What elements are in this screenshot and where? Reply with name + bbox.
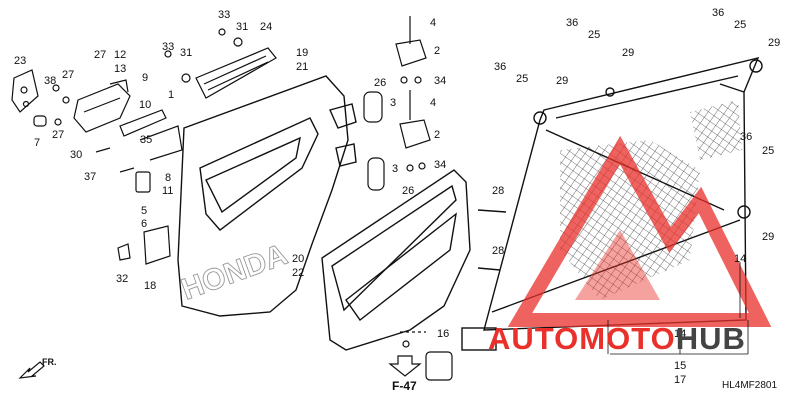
callout-27-a: 27 [62, 69, 75, 81]
callout-36-a: 36 [566, 17, 579, 29]
callout-1: 1 [168, 89, 175, 101]
callout-29-d: 29 [762, 231, 775, 243]
watermark-text: AUTOMOTOHUB [488, 321, 746, 357]
callout-31-a: 31 [236, 21, 249, 33]
latch-housing [33, 79, 131, 133]
callout-4-a: 4 [430, 17, 437, 29]
callout-27-b: 27 [94, 49, 107, 61]
callout-37: 37 [84, 171, 97, 183]
callout-14-a: 14 [734, 253, 747, 265]
callout-14-b: 14 [674, 328, 687, 340]
callout-29-c: 29 [768, 37, 781, 49]
door-handle [95, 109, 183, 265]
callout-7: 7 [34, 137, 41, 149]
panel-brand-text: HONDA [177, 238, 292, 307]
callout-18: 18 [144, 280, 157, 292]
watermark-part2: HUB [675, 321, 746, 356]
callout-23: 23 [14, 55, 27, 67]
watermark-logo [507, 135, 772, 327]
callout-4-b: 4 [430, 97, 437, 109]
callout-25-b: 25 [516, 73, 529, 85]
callout-34-b: 34 [434, 159, 447, 171]
callout-6: 6 [141, 218, 148, 230]
callout-27-c: 27 [52, 129, 65, 141]
callout-25-a: 25 [588, 29, 601, 41]
callout-38: 38 [44, 75, 57, 87]
callout-29-a: 29 [622, 47, 635, 59]
callout-21: 21 [296, 61, 309, 73]
callout-12: 12 [114, 49, 127, 61]
callout-2-b: 2 [434, 129, 441, 141]
front-direction-arrow [18, 361, 45, 379]
callout-28-b: 28 [492, 245, 505, 257]
callout-32: 32 [116, 273, 129, 285]
callout-22: 22 [292, 267, 305, 279]
callout-13: 13 [114, 63, 127, 75]
callout-35: 35 [140, 134, 153, 146]
front-door-panel: HONDA [177, 75, 357, 317]
callout-16: 16 [437, 328, 450, 340]
callout-19: 19 [296, 47, 309, 59]
callout-10: 10 [139, 99, 152, 111]
net-hook [400, 331, 453, 381]
callout-15: 15 [674, 360, 687, 372]
leader-lines [607, 262, 749, 355]
upper-grip [164, 28, 277, 99]
callout-26-b: 26 [402, 185, 415, 197]
callout-33-a: 33 [218, 9, 231, 21]
upper-hinge [363, 16, 427, 123]
callout-5: 5 [141, 205, 148, 217]
callout-25-d: 25 [762, 145, 775, 157]
front-label: FR. [42, 357, 57, 367]
lower-door-panel [321, 169, 507, 351]
callout-17: 17 [674, 374, 687, 386]
watermark-part1: AUTOMOTO [488, 321, 676, 356]
lower-hinge [367, 90, 431, 191]
callout-25-c: 25 [734, 19, 747, 31]
callout-36-c: 36 [712, 7, 725, 19]
callout-33-b: 33 [162, 41, 175, 53]
reference-label: F-47 [392, 379, 417, 393]
reference-arrow [388, 355, 422, 377]
callout-24: 24 [260, 21, 273, 33]
callout-26-a: 26 [374, 77, 387, 89]
latch-bracket [11, 69, 39, 113]
callout-36-d: 36 [740, 131, 753, 143]
callout-11: 11 [162, 185, 174, 197]
callout-2-a: 2 [434, 45, 441, 57]
callout-8: 8 [165, 172, 172, 184]
callout-3-a: 3 [390, 97, 397, 109]
callout-30: 30 [70, 149, 83, 161]
diagram-code: HL4MF2801 [722, 380, 778, 391]
callout-28-a: 28 [492, 185, 505, 197]
callout-3-b: 3 [392, 163, 399, 175]
callout-36-b: 36 [494, 61, 507, 73]
callout-29-b: 29 [556, 75, 569, 87]
callout-34-a: 34 [434, 75, 447, 87]
callout-9: 9 [142, 72, 149, 84]
callout-31-b: 31 [180, 47, 193, 59]
callout-20: 20 [292, 253, 305, 265]
